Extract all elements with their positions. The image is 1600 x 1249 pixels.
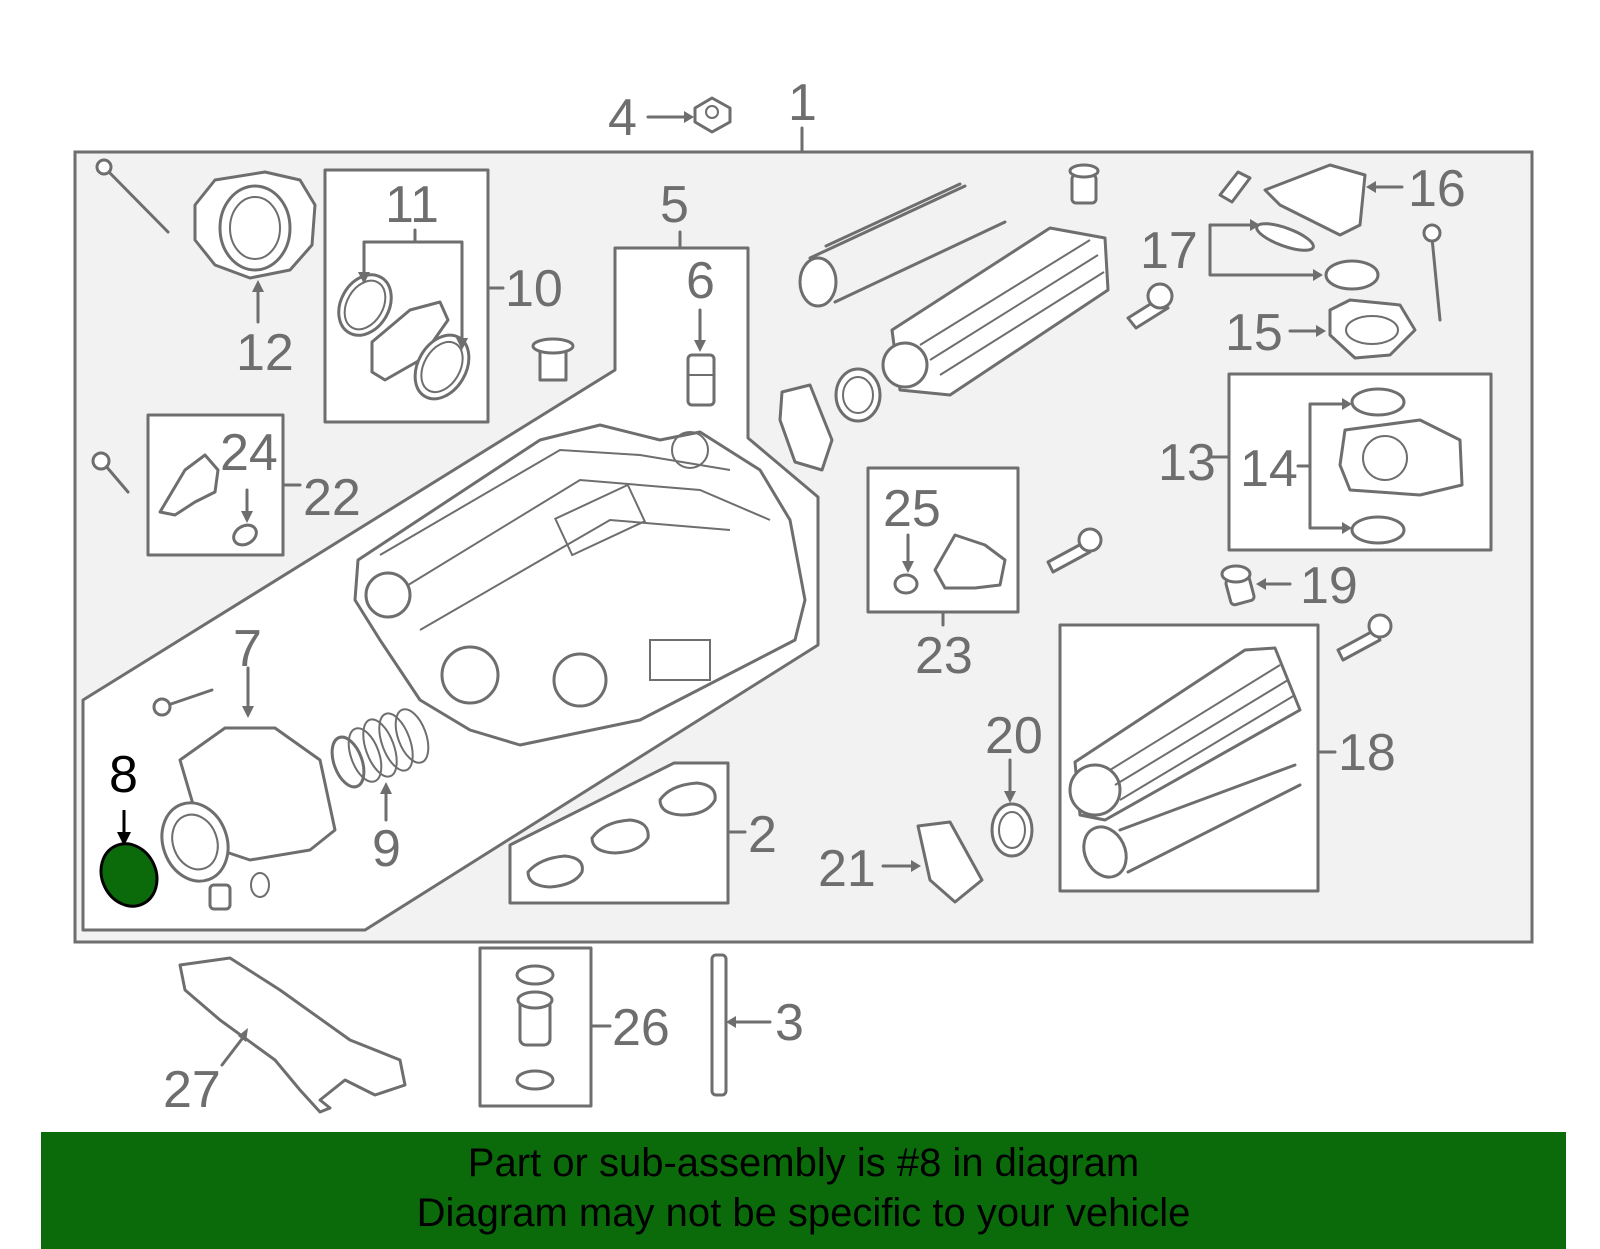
callout-17: 17 (1140, 222, 1198, 280)
part-12-throttle-body (95, 158, 317, 324)
part-4-nut (646, 96, 732, 134)
supercharger-body (353, 423, 807, 747)
callout-9: 9 (372, 820, 401, 878)
callout-3: 3 (775, 994, 804, 1052)
part-19-plug (1220, 564, 1393, 662)
callout-20: 20 (985, 707, 1043, 765)
callout-4: 4 (608, 89, 637, 147)
part-3-stud (710, 953, 772, 1097)
callout-15: 15 (1225, 304, 1283, 362)
callout-13: 13 (1158, 434, 1216, 492)
part-25-sensor (893, 527, 1103, 627)
part-6-dowel (686, 308, 716, 407)
callout-27: 27 (163, 1061, 221, 1119)
part-7-housing (152, 666, 337, 911)
callout-25: 25 (883, 480, 941, 538)
part-9-coupler (330, 708, 430, 822)
callout-8: 8 (109, 746, 138, 804)
part-27-pipe (178, 956, 407, 1114)
callout-16: 16 (1408, 160, 1466, 218)
callout-10: 10 (505, 260, 563, 318)
callout-22: 22 (303, 469, 361, 527)
info-banner: Part or sub-assembly is #8 in diagram Di… (41, 1132, 1566, 1249)
banner-line-1: Part or sub-assembly is #8 in diagram (467, 1141, 1140, 1185)
part-24-sensor (91, 451, 302, 547)
callout-11: 11 (385, 176, 439, 234)
callout-21: 21 (818, 840, 876, 898)
callout-18: 18 (1338, 724, 1396, 782)
part-2-gaskets (526, 781, 747, 889)
part-10-11-flange (337, 228, 505, 401)
callout-1: 1 (788, 74, 817, 132)
part-8-cap-highlighted (99, 810, 159, 908)
cap-plug (531, 337, 575, 382)
callout-5: 5 (660, 176, 689, 234)
callout-7: 7 (233, 620, 262, 678)
part-18-intercooler (1068, 646, 1337, 879)
callout-6: 6 (686, 252, 715, 310)
part-14-throttle (1210, 387, 1464, 545)
callout-12: 12 (236, 324, 294, 382)
part-26-fitting (515, 964, 612, 1091)
callout-26: 26 (612, 999, 670, 1057)
callout-2: 2 (748, 806, 777, 864)
callout-19: 19 (1300, 557, 1358, 615)
callout-23: 23 (915, 627, 973, 685)
upper-intercooler (778, 163, 1174, 472)
banner-line-2: Diagram may not be specific to your vehi… (416, 1191, 1191, 1235)
parts-15-16-17 (1208, 163, 1442, 360)
callout-24: 24 (220, 424, 278, 482)
parts-20-21 (881, 758, 1034, 904)
callout-14: 14 (1240, 440, 1298, 498)
